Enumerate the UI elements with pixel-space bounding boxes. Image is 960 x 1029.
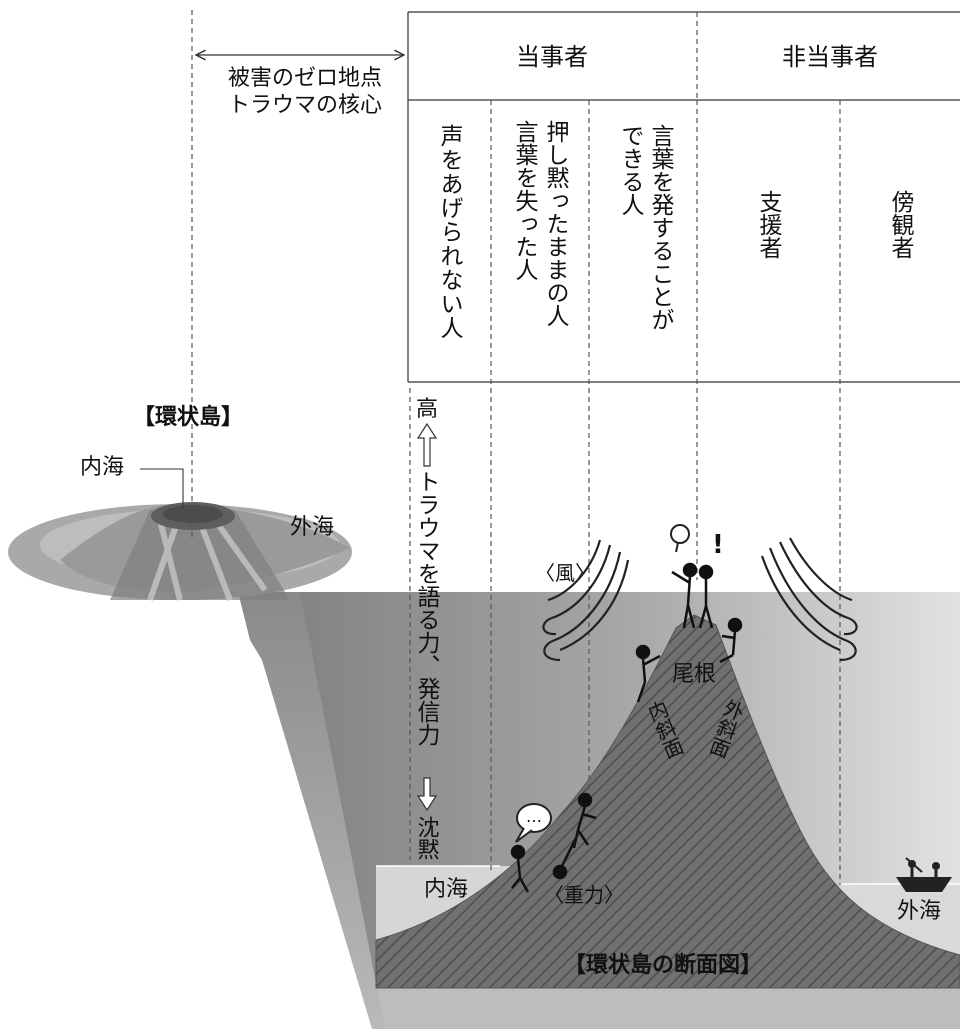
cross-outer-sea-label: 外海 [897, 899, 941, 924]
island-inner-sea-label: 内海 [80, 455, 124, 480]
header-party: 当事者 [516, 43, 588, 71]
figures-on-ridge [635, 562, 743, 703]
island-outer-sea-label: 外海 [290, 515, 334, 540]
island-cliff [238, 592, 385, 1029]
thought-balloon-icon [670, 524, 690, 544]
wind-label: 〈風〉 [535, 561, 595, 585]
column-cannot-speak: 声をあげられない人 [436, 124, 464, 340]
column-can-speak-2: できる人 [617, 124, 645, 216]
column-dividers [191, 10, 841, 885]
figures-lower-slope [510, 792, 597, 893]
header-table [407, 11, 960, 383]
column-bystander: 傍観者 [887, 190, 915, 259]
column-can-speak-1: 言葉を発することが [647, 124, 675, 331]
arrow-down-icon [416, 777, 438, 812]
header-non-party: 非当事者 [782, 43, 878, 71]
gravity-label: 〈重力〉 [544, 883, 624, 907]
cross-inner-sea-label: 内海 [424, 877, 468, 902]
ring-island-cross-section [375, 614, 960, 989]
sea-floor-strip [372, 988, 960, 1029]
ground-zero-label-1: 被害のゼロ地点 [228, 66, 382, 91]
wind-swirls-right [760, 537, 858, 662]
inner-sea-leader [140, 468, 184, 508]
scale-label: トラウマを語る力、発信力 [413, 470, 441, 746]
ring-island-3d [8, 502, 352, 602]
boat-icon [896, 857, 952, 892]
svg-text:…: … [526, 807, 542, 826]
cross-section-title: 【環状島の断面図】 [564, 952, 762, 978]
scale-high: 高 [416, 397, 438, 422]
island-title: 【環状島】 [133, 404, 243, 430]
column-supporter: 支援者 [755, 190, 783, 259]
scale-low: 沈黙 [414, 816, 440, 860]
exclaim-mark: ! [712, 530, 724, 560]
ground-zero-label-2: トラウマの核心 [228, 93, 382, 118]
arrow-up-icon [416, 422, 438, 467]
column-lost-words: 言葉を失った人 [511, 120, 539, 281]
wind-swirls-left [542, 539, 630, 662]
ridge-label: 尾根 [672, 662, 716, 687]
column-silent: 押し黙ったままの人 [542, 120, 570, 327]
speech-bubble-icon: … [515, 803, 552, 843]
